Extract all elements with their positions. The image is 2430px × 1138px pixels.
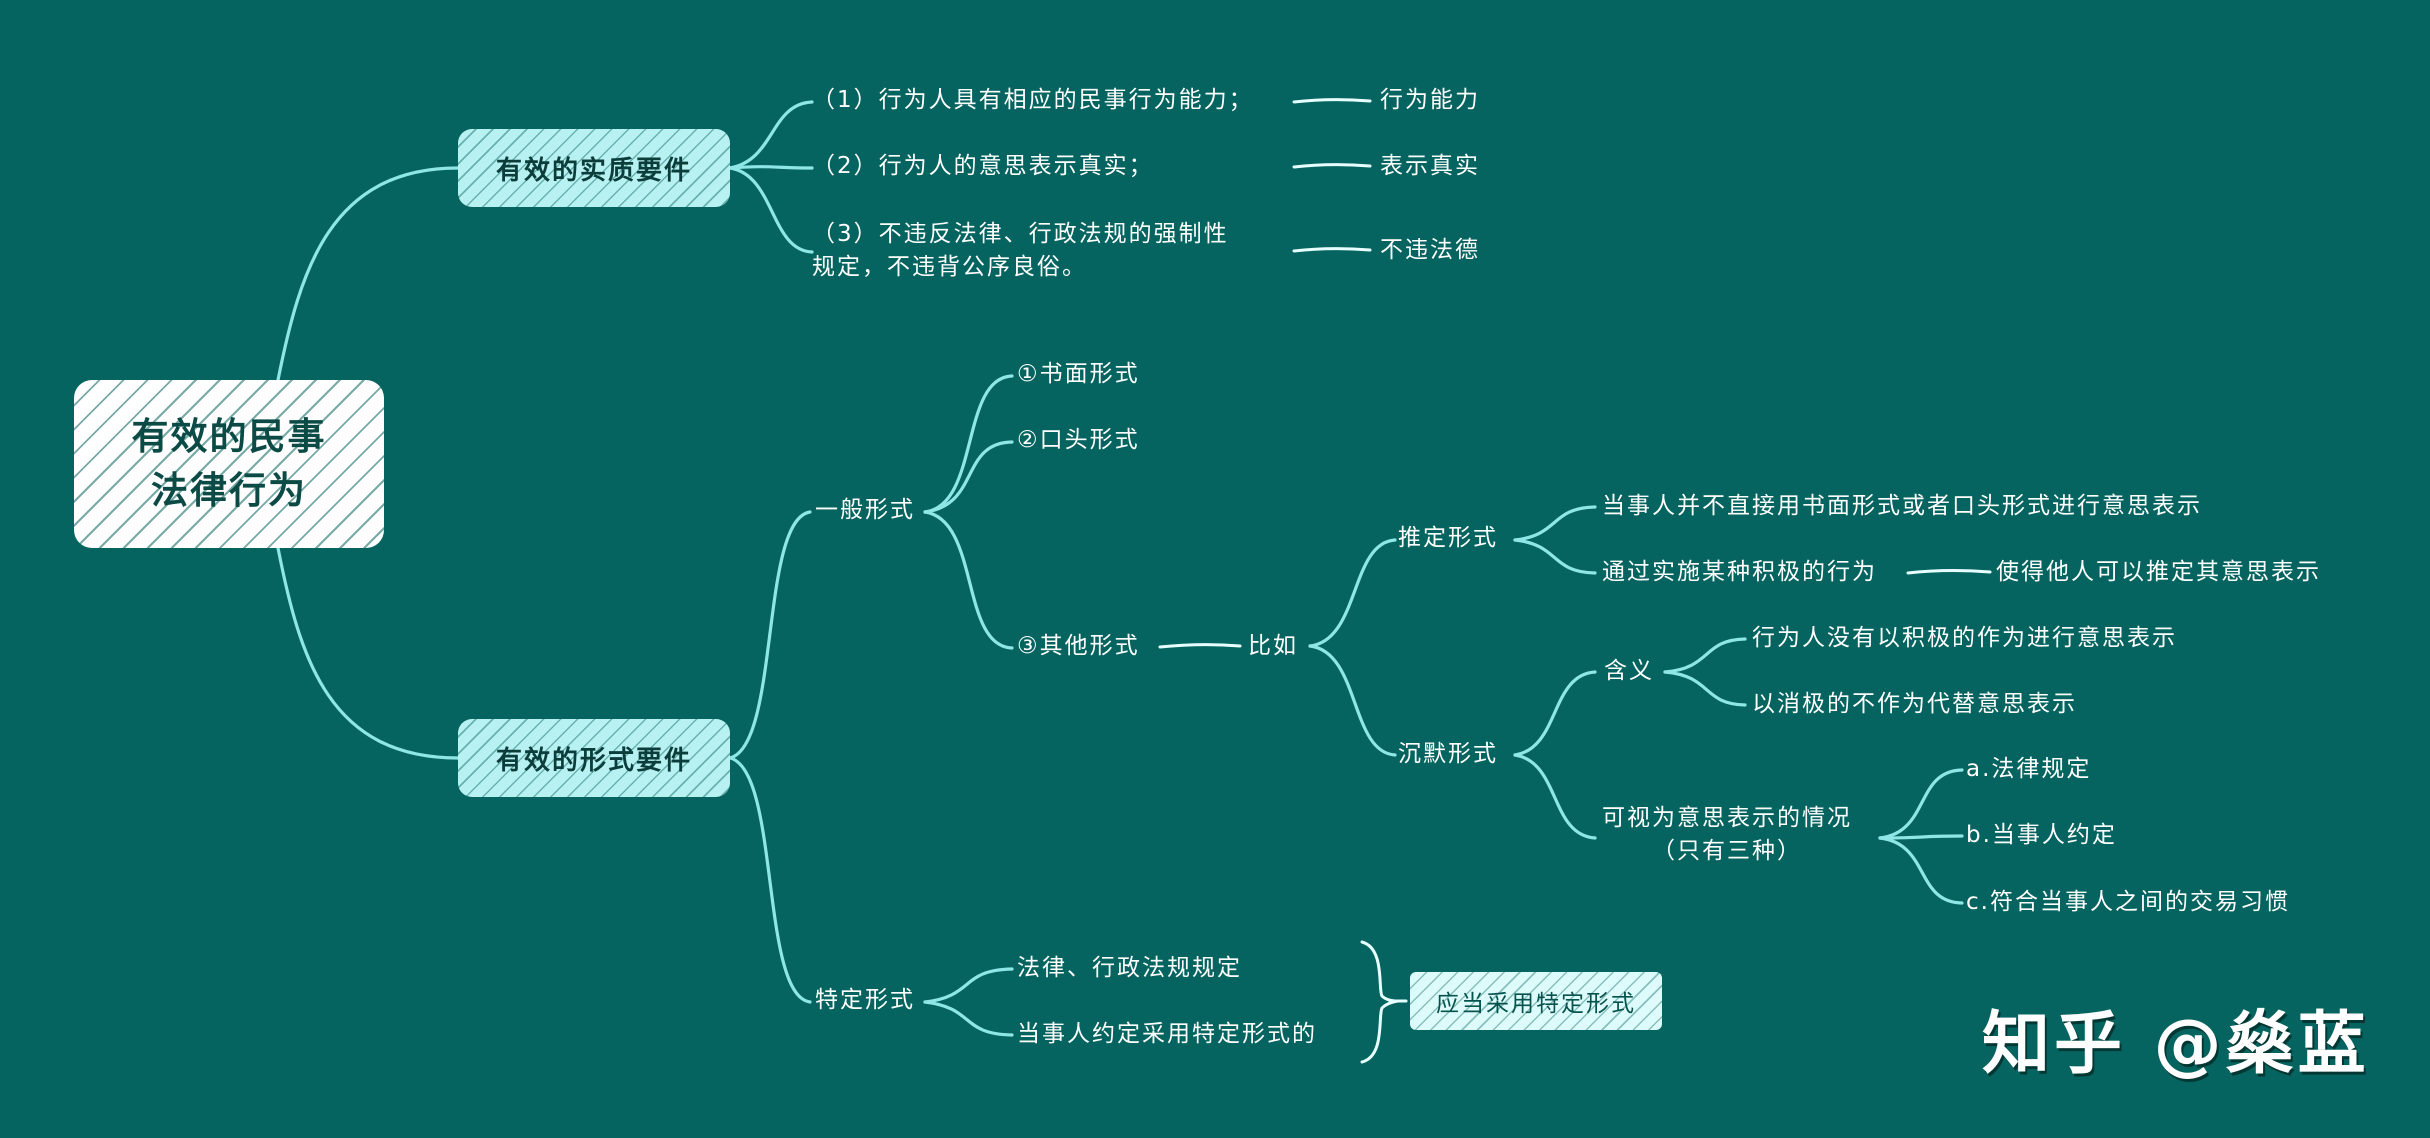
link-general-oral — [923, 440, 1014, 514]
form-node: 有效的形式要件 — [458, 719, 730, 797]
link-presumed-2 — [1513, 538, 1597, 575]
link-example-presumed — [1308, 538, 1397, 648]
presumed-item-2: 通过实施某种积极的行为 — [1602, 559, 1877, 585]
oral-form: ②口头形式 — [1017, 427, 1140, 453]
link-cases-b — [1878, 834, 1964, 840]
substance-key-1: 行为能力 — [1380, 87, 1480, 113]
case-c: c.符合当事人之间的交易习惯 — [1966, 889, 2290, 915]
link-form-special — [728, 756, 812, 1004]
case-b: b.当事人约定 — [1966, 822, 2117, 848]
link-root-substance — [276, 166, 460, 382]
cases-label-line2: （只有三种） — [1652, 838, 1802, 865]
presumed-form-label: 推定形式 — [1398, 525, 1498, 551]
special-item-2: 当事人约定采用特定形式的 — [1017, 1021, 1317, 1047]
general-form-label: 一般形式 — [815, 497, 915, 523]
substance-item-3-line2: 规定，不违背公序良俗。 — [812, 254, 1087, 281]
substance-key-2: 表示真实 — [1380, 153, 1480, 179]
root-title-line1: 有效的民事 — [131, 415, 327, 459]
substance-key-3: 不违法德 — [1380, 237, 1480, 263]
link-silence-meaning — [1513, 670, 1597, 757]
link-special-1 — [923, 967, 1014, 1004]
link-cases-c — [1878, 836, 1964, 905]
link-special-2 — [923, 1000, 1014, 1037]
root-title-line2: 法律行为 — [151, 469, 307, 512]
link-example-silence — [1308, 644, 1397, 757]
link-substance-2 — [728, 165, 814, 170]
substance-item-2: （2）行为人的意思表示真实； — [812, 153, 1154, 179]
substance-node: 有效的实质要件 — [458, 129, 730, 207]
silence-form-label: 沉默形式 — [1398, 741, 1498, 767]
root-node: 有效的民事 法律行为 — [74, 380, 384, 548]
meaning-item-1: 行为人没有以积极的作为进行意思表示 — [1752, 625, 2177, 651]
substance-item-3-line1: （3）不违反法律、行政法规的强制性 — [812, 221, 1229, 247]
special-conclusion-tag: 应当采用特定形式 — [1410, 972, 1662, 1030]
link-cases-a — [1878, 768, 1964, 840]
substance-item-3: （3）不违反法律、行政法规的强制性 规定，不违背公序良俗。 — [812, 218, 1229, 285]
link-silence-cases — [1513, 753, 1597, 840]
link-presumed-1 — [1513, 505, 1597, 542]
special-form-label: 特定形式 — [815, 987, 915, 1013]
link-meaning-2 — [1663, 670, 1747, 707]
link-substance-3 — [728, 166, 814, 254]
presumed-item-2-result: 使得他人可以推定其意思表示 — [1996, 559, 2321, 585]
link-root-form — [276, 546, 460, 760]
written-form: ①书面形式 — [1017, 361, 1140, 387]
example-label: 比如 — [1248, 633, 1298, 659]
special-item-1: 法律、行政法规规定 — [1017, 955, 1242, 981]
link-substance-1 — [728, 100, 814, 170]
meaning-item-2: 以消极的不作为代替意思表示 — [1752, 691, 2077, 717]
link-meaning-1 — [1663, 637, 1747, 674]
link-key-1 — [1292, 98, 1372, 104]
link-key-3 — [1292, 247, 1372, 253]
link-form-general — [728, 510, 812, 760]
presumed-item-1: 当事人并不直接用书面形式或者口头形式进行意思表示 — [1602, 493, 2202, 519]
substance-item-1: （1）行为人具有相应的民事行为能力； — [812, 87, 1254, 113]
cases-label: 可视为意思表示的情况 （只有三种） — [1602, 802, 1852, 869]
cases-label-line1: 可视为意思表示的情况 — [1602, 805, 1852, 831]
link-key-2 — [1292, 163, 1372, 169]
link-other-example — [1158, 643, 1242, 649]
watermark: 知乎 @燊蓝 — [1982, 1005, 2370, 1084]
link-presumed-result — [1906, 569, 1992, 575]
link-general-written — [923, 374, 1014, 514]
meaning-label: 含义 — [1604, 658, 1654, 684]
other-form: ③其他形式 — [1017, 633, 1140, 659]
link-general-other — [923, 510, 1014, 650]
case-a: a.法律规定 — [1966, 756, 2092, 782]
